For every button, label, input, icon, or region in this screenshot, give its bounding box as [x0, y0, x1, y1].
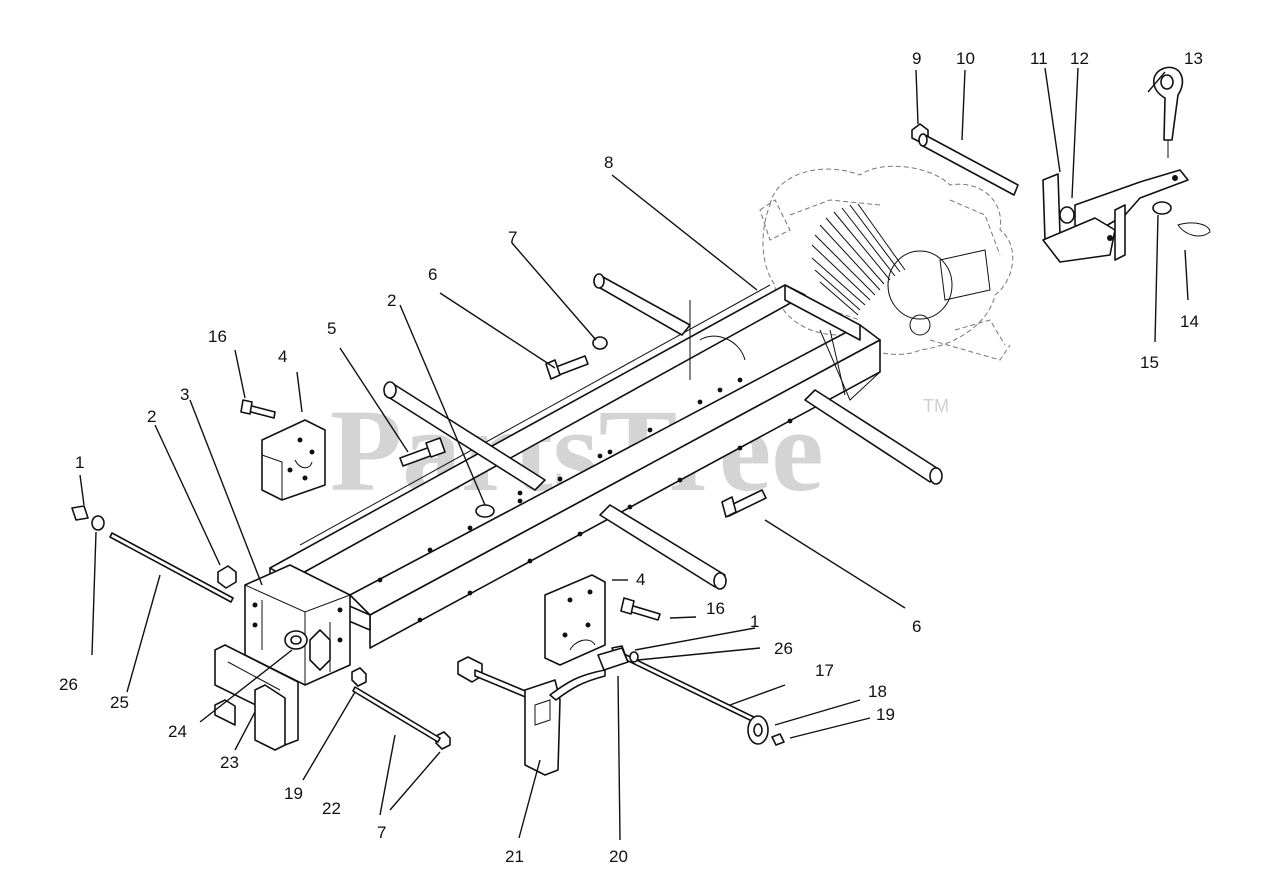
rod-17 [611, 645, 785, 746]
bolt-16-lower [620, 597, 661, 621]
callout-1a: 1 [75, 453, 84, 472]
hitch-assembly [911, 66, 1211, 263]
callout-26b: 26 [774, 639, 793, 658]
rod-22 [352, 686, 441, 743]
leader-lines [79, 67, 1189, 841]
callout-17: 17 [815, 661, 834, 680]
mounting-plate-upper [261, 419, 326, 501]
callout-4b: 4 [636, 570, 645, 589]
callout-26a: 26 [59, 675, 78, 694]
callout-1b: 1 [750, 612, 759, 631]
callout-10: 10 [956, 49, 975, 68]
callout-20: 20 [609, 847, 628, 866]
callout-labels: 1 1 2 2 3 4 4 5 6 6 7 7 8 9 10 11 12 13 … [59, 49, 1203, 866]
bolt-6-upper [545, 355, 589, 380]
callout-2b: 2 [387, 291, 396, 310]
callout-3: 3 [180, 385, 189, 404]
callout-21: 21 [505, 847, 524, 866]
callout-9: 9 [912, 49, 921, 68]
watermark-trademark: TM [923, 396, 949, 416]
callout-7b: 7 [377, 823, 386, 842]
callout-24: 24 [168, 722, 187, 741]
bolt-6-lower [721, 489, 767, 518]
nut-19 [351, 667, 367, 687]
callout-19a: 19 [876, 705, 895, 724]
callout-2a: 2 [147, 407, 156, 426]
callout-5: 5 [327, 319, 336, 338]
axle-tubes [383, 273, 943, 590]
callout-18: 18 [868, 682, 887, 701]
callout-8: 8 [604, 153, 613, 172]
nut-7-upper [592, 336, 608, 350]
callout-11: 11 [1030, 49, 1048, 68]
callout-16b: 16 [706, 599, 725, 618]
callout-22: 22 [322, 799, 341, 818]
sleeve-20 [597, 647, 629, 671]
callout-15: 15 [1140, 353, 1159, 372]
callout-25: 25 [110, 693, 129, 712]
mounting-plate-lower [544, 574, 606, 666]
engine-outline [759, 165, 1014, 361]
callout-13: 13 [1184, 49, 1203, 68]
rod-25 [71, 505, 234, 603]
lift-plate [214, 644, 299, 751]
callout-23: 23 [220, 753, 239, 772]
callout-16a: 16 [208, 327, 227, 346]
callout-7a: 7 [508, 228, 517, 247]
callout-19b: 19 [284, 784, 303, 803]
left-end-bracket [244, 564, 351, 686]
callout-12: 12 [1070, 49, 1089, 68]
lift-arm-21 [457, 656, 606, 776]
bolt-5 [399, 437, 446, 467]
nut-7-lower [435, 731, 451, 750]
bolt-16-upper [240, 399, 276, 419]
callout-6a: 6 [428, 265, 437, 284]
nut-2 [217, 565, 237, 589]
callout-14: 14 [1180, 312, 1199, 331]
callout-4a: 4 [278, 347, 287, 366]
callout-6b: 6 [912, 617, 921, 636]
